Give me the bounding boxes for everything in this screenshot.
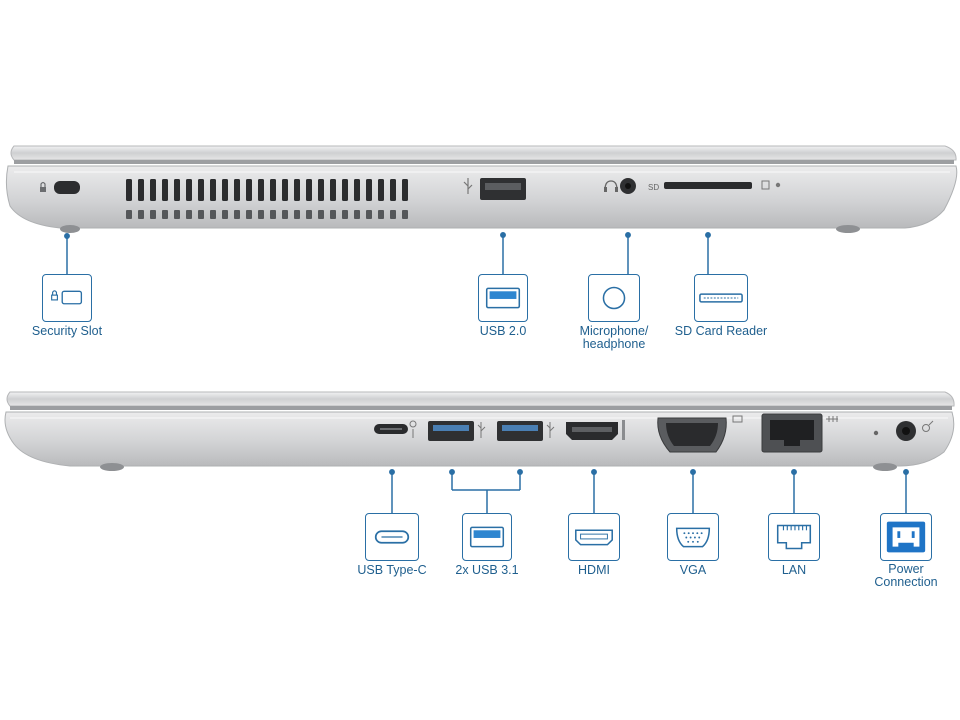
vent-slat-lower bbox=[294, 210, 300, 219]
vent-slat bbox=[234, 179, 240, 201]
hdmi-port-icon bbox=[568, 513, 620, 561]
vent-slat bbox=[186, 179, 192, 201]
vent-slat bbox=[378, 179, 384, 201]
vent-slat bbox=[126, 179, 132, 201]
usb-ss-icon bbox=[477, 422, 486, 438]
vent-slat-lower bbox=[342, 210, 348, 219]
vent-slat bbox=[282, 179, 288, 201]
laptop-left-side-view: SD bbox=[5, 145, 958, 233]
sd-card-label: SD Card Reader bbox=[674, 324, 768, 338]
vent-slat bbox=[330, 179, 336, 201]
vent-slat-lower bbox=[210, 210, 216, 219]
usb-2-label: USB 2.0 bbox=[479, 324, 527, 338]
vent-slat bbox=[306, 179, 312, 201]
vent-slat bbox=[246, 179, 252, 201]
vent-slat-lower bbox=[318, 210, 324, 219]
security-slot-port bbox=[54, 181, 80, 194]
foot-right bbox=[836, 225, 860, 233]
vent-slat-lower bbox=[246, 210, 252, 219]
vent-slat bbox=[138, 179, 144, 201]
status-led bbox=[775, 182, 781, 188]
vent-slat-lower bbox=[162, 210, 168, 219]
usb-c-label: USB Type-C bbox=[357, 563, 427, 577]
air-vent bbox=[126, 179, 408, 219]
foot-left bbox=[60, 225, 80, 233]
vent-slat bbox=[222, 179, 228, 201]
vent-slat-lower bbox=[150, 210, 156, 219]
vent-slat-lower bbox=[234, 210, 240, 219]
usb-symbol-icon bbox=[463, 178, 473, 194]
vent-slat-lower bbox=[126, 210, 132, 219]
vent-slat bbox=[366, 179, 372, 201]
vent-slat-lower bbox=[282, 210, 288, 219]
vent-slat bbox=[294, 179, 300, 201]
vent-slat bbox=[258, 179, 264, 201]
leader-lines bbox=[64, 232, 909, 513]
vent-slat-lower bbox=[354, 210, 360, 219]
hdmi-label: HDMI bbox=[578, 563, 610, 577]
foot-right bbox=[873, 463, 897, 471]
vent-slat-lower bbox=[378, 210, 384, 219]
vent-slat-lower bbox=[306, 210, 312, 219]
vga-port-icon bbox=[667, 513, 719, 561]
ethernet-port-icon bbox=[768, 513, 820, 561]
vga-label: VGA bbox=[679, 563, 707, 577]
vent-slat-lower bbox=[198, 210, 204, 219]
hdmi-label-mark bbox=[622, 420, 625, 440]
vent-slat bbox=[402, 179, 408, 201]
power-led bbox=[873, 430, 879, 436]
vent-slat-lower bbox=[258, 210, 264, 219]
headphone-icon bbox=[604, 180, 618, 192]
mic-headphone-label: Microphone/ headphone bbox=[579, 324, 649, 351]
vent-slat bbox=[270, 179, 276, 201]
vent-slat bbox=[210, 179, 216, 201]
vent-slat-lower bbox=[390, 210, 396, 219]
power-connector-icon bbox=[880, 513, 932, 561]
dc-power-symbol-icon bbox=[922, 420, 934, 432]
drive-indicator-icon bbox=[761, 180, 770, 190]
usb-ss-icon bbox=[546, 422, 555, 438]
display-symbol-icon bbox=[732, 415, 743, 423]
vent-slat-lower bbox=[222, 210, 228, 219]
audio-jack-icon bbox=[588, 274, 640, 322]
usb-port-icon bbox=[478, 274, 528, 322]
security-slot-label: Security Slot bbox=[31, 324, 103, 338]
laptop-right-side-view bbox=[4, 391, 955, 471]
vent-slat-lower bbox=[174, 210, 180, 219]
vent-slat-lower bbox=[330, 210, 336, 219]
foot-left bbox=[100, 463, 124, 471]
vent-slat bbox=[354, 179, 360, 201]
sd-card-port bbox=[664, 182, 752, 189]
vent-slat-lower bbox=[270, 210, 276, 219]
vent-slat-lower bbox=[366, 210, 372, 219]
usb-port-icon bbox=[462, 513, 512, 561]
vent-slat bbox=[174, 179, 180, 201]
vent-slat bbox=[150, 179, 156, 201]
vent-slat bbox=[162, 179, 168, 201]
vent-slat bbox=[390, 179, 396, 201]
network-symbol-icon bbox=[826, 416, 838, 422]
vent-slat-lower bbox=[138, 210, 144, 219]
vent-slat-lower bbox=[186, 210, 192, 219]
vent-slat bbox=[198, 179, 204, 201]
power-label: Power Connection bbox=[874, 562, 938, 589]
vent-slat bbox=[318, 179, 324, 201]
usb-c-port-icon bbox=[365, 513, 419, 561]
vent-slat bbox=[342, 179, 348, 201]
sd-card-slot-icon bbox=[694, 274, 748, 322]
lan-label: LAN bbox=[781, 563, 807, 577]
vent-slat-lower bbox=[402, 210, 408, 219]
usb-c-symbol-icon bbox=[409, 420, 417, 428]
lock-icon bbox=[40, 181, 46, 192]
usb-31-label: 2x USB 3.1 bbox=[455, 563, 519, 577]
sd-port-text: SD bbox=[648, 183, 659, 192]
lock-slot-icon bbox=[42, 274, 92, 322]
